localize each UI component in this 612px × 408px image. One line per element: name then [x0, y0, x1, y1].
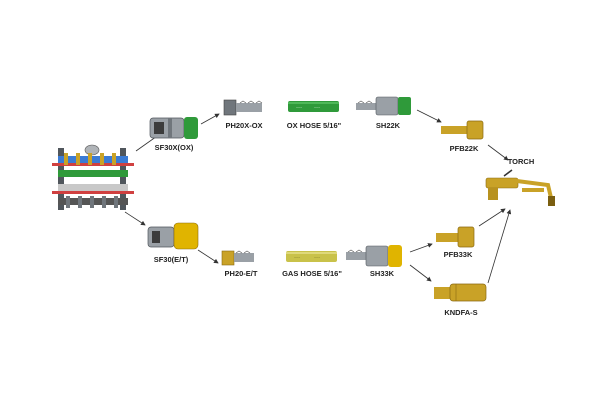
arrow-sh33k-to-pfb33k	[409, 243, 433, 253]
arrow-kndfa-to-torch	[487, 209, 512, 284]
arrow-manifold-to-sf30et	[124, 211, 146, 226]
sh33k-image	[346, 245, 402, 267]
ox-hose-image: ~~~ ~~~	[288, 101, 339, 112]
svg-text:~~~: ~~~	[314, 106, 320, 110]
manifold-image	[52, 144, 134, 210]
svg-text:~~~: ~~~	[294, 256, 300, 260]
label-pfb33k: PFB33K	[444, 250, 473, 259]
pfb33k-image	[436, 226, 475, 248]
label-pfb22k: PFB22K	[450, 144, 479, 153]
gas-hose-image: ~~~ ~~~	[286, 251, 337, 262]
label-sh33k: SH33K	[370, 269, 395, 278]
pfb22k-image	[441, 120, 484, 140]
arrow-sh22k-to-pfb22k	[416, 109, 442, 123]
svg-text:~~~: ~~~	[314, 256, 320, 260]
arrow-pfb22k-to-torch	[487, 144, 509, 161]
ph20-et-image	[221, 250, 254, 266]
label-ph20-et: PH20-E/T	[225, 269, 258, 278]
arrow-pfb33k-to-torch	[478, 208, 506, 227]
ph20x-ox-image	[223, 99, 263, 116]
label-sh22k: SH22K	[376, 121, 401, 130]
label-kndfa-s: KNDFA-S	[444, 308, 477, 317]
flow-arrows	[124, 109, 512, 284]
arrow-sf30et-to-ph20et	[197, 249, 219, 264]
sh22k-image	[356, 96, 411, 116]
sf30-et-image	[147, 222, 199, 250]
label-torch: TORCH	[508, 157, 535, 166]
label-sf30x-ox: SF30X(OX)	[155, 143, 194, 152]
label-gas-hose: GAS HOSE 5/16"	[282, 269, 342, 278]
kndfa-s-image	[434, 283, 487, 302]
label-sf30-et: SF30(E/T)	[154, 255, 189, 264]
sf30x-ox-image	[149, 117, 198, 139]
torch-image	[485, 169, 555, 206]
label-ph20x-ox: PH20X-OX	[225, 121, 262, 130]
svg-text:~~~: ~~~	[296, 106, 302, 110]
arrow-sf30x-to-ph20x	[200, 113, 220, 125]
arrow-sh33k-to-kndfa	[409, 264, 432, 282]
label-ox-hose: OX HOSE 5/16"	[287, 121, 342, 130]
